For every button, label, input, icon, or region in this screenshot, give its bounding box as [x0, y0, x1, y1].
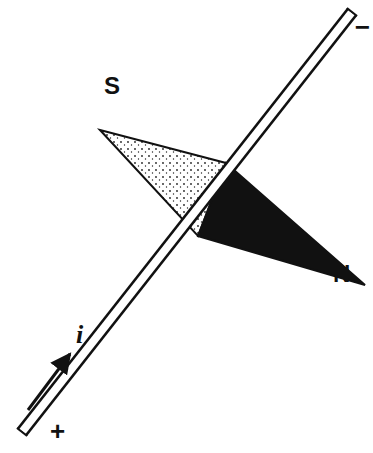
- terminal-sign: −: [355, 14, 370, 40]
- wire: [17, 8, 357, 436]
- terminal-sign: +: [50, 418, 65, 444]
- current-label: i: [76, 322, 83, 348]
- compass-needle: [100, 130, 365, 285]
- current-arrow: [28, 354, 70, 410]
- pole-label: S: [104, 74, 120, 98]
- pole-label: N: [333, 262, 350, 286]
